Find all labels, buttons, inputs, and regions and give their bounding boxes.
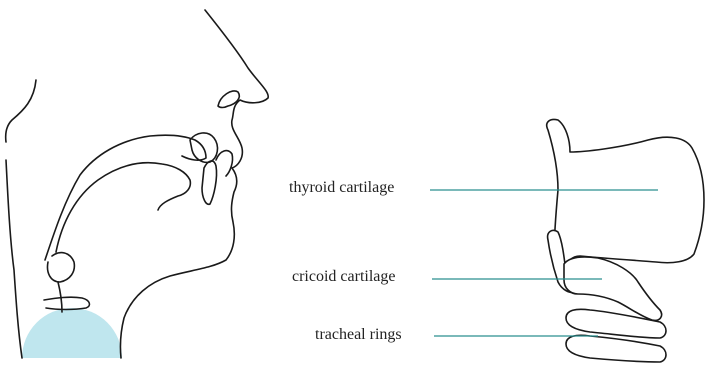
larynx-line [58,282,62,312]
pharynx-outline [44,297,89,309]
tracheal-ring-2 [566,335,666,362]
face-profile-outline [120,10,268,358]
highlight-circle [22,308,122,358]
palate-outline [45,135,206,260]
cricoid-cartilage-label: cricoid cartilage [292,268,396,286]
tracheal-rings-label: tracheal rings [315,326,402,344]
back-of-head-outline [6,80,36,142]
tongue-outline [56,163,190,252]
back-of-neck-outline [6,160,22,358]
epiglottis-outline [48,253,75,282]
thyroid-cartilage-shape [547,119,704,274]
incisor-outline [202,161,217,204]
lower-lip-outline [216,151,233,176]
thyroid-cartilage-label: thyroid cartilage [289,179,394,197]
